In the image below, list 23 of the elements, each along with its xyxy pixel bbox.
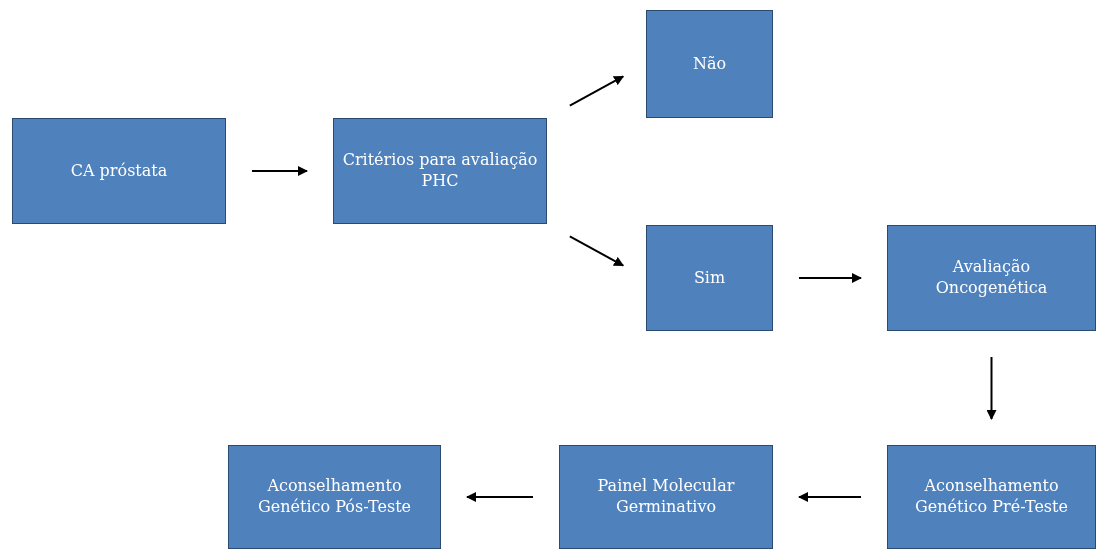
arrow xyxy=(251,166,308,176)
box-label: Sim xyxy=(693,267,726,289)
process-box xyxy=(333,118,547,224)
arrow xyxy=(568,235,625,267)
box-label: Avaliação Oncogenética xyxy=(934,257,1049,299)
process-box xyxy=(559,445,773,549)
arrow xyxy=(568,75,625,107)
arrow xyxy=(798,273,862,283)
arrow xyxy=(798,492,862,502)
box-label: CA próstata xyxy=(70,160,168,182)
process-box xyxy=(646,10,773,118)
process-box xyxy=(228,445,441,549)
arrow xyxy=(986,356,997,420)
process-box xyxy=(646,225,773,331)
box-label: Aconselhamento Genético Pós-Teste xyxy=(256,476,413,518)
box-label: Critérios para avaliação PHC xyxy=(342,150,538,192)
process-box xyxy=(12,118,226,224)
box-label: Não xyxy=(692,53,727,75)
box-label: Aconselhamento Genético Pré-Teste xyxy=(914,476,1069,518)
process-box xyxy=(887,225,1096,331)
process-box xyxy=(887,445,1096,549)
box-label: Painel Molecular Germinativo xyxy=(596,476,736,518)
arrow xyxy=(466,492,534,502)
